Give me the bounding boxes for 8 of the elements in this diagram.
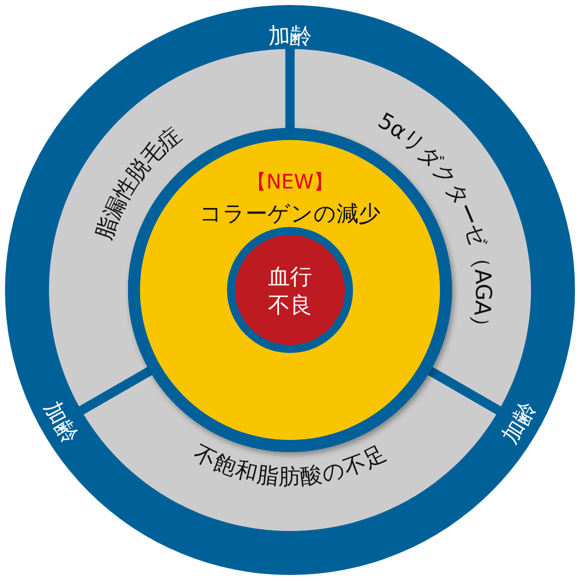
circle-label: 血行不良 (268, 265, 312, 319)
sector-label: 脂漏性脱毛症 (92, 122, 186, 244)
circle-label: 【NEW】 (246, 169, 334, 194)
circle-label: コラーゲンの減少 (200, 202, 380, 228)
sector-label: 不飽和脂肪酸の不足 (189, 441, 391, 490)
ring-label: 加齢 (38, 398, 82, 448)
ring-label: 加齢 (498, 398, 542, 448)
ring-label: 加齢 (267, 24, 313, 50)
